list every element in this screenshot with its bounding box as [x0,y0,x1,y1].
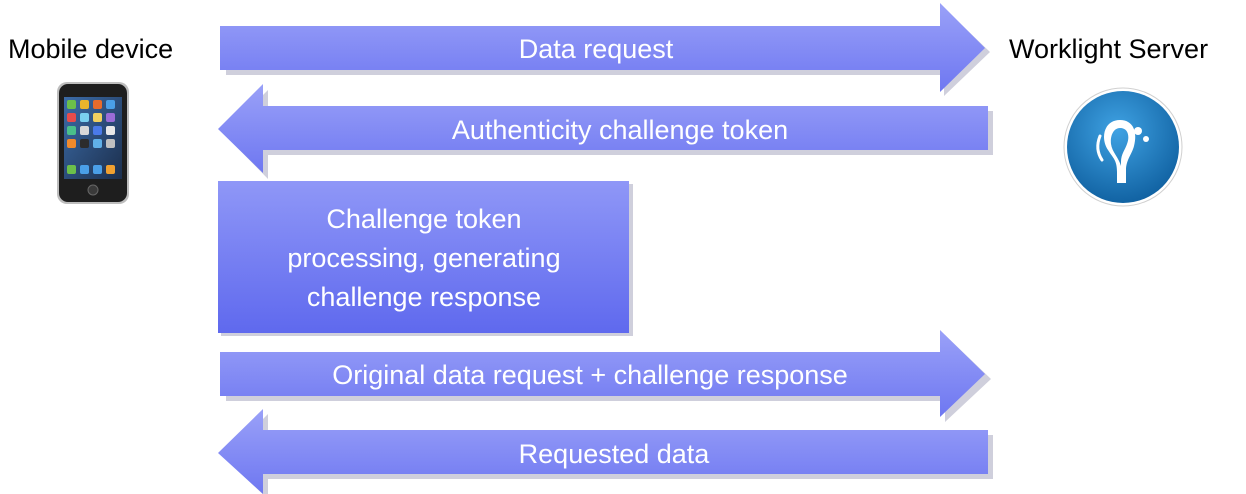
process-line-1: Challenge token [326,204,521,234]
challenge-response-arrow: Original data request + challenge respon… [220,330,991,422]
mobile-phone-icon [57,82,129,204]
worklight-server-label: Worklight Server [1009,34,1209,64]
requested-data-arrow: Requested data [218,409,993,494]
process-line-2: processing, generating [287,243,560,273]
process-line-3: challenge response [307,282,541,312]
challenge-token-arrow: Authenticity challenge token [218,84,993,179]
challenge-processing-box: Challenge token processing, generating c… [218,181,633,336]
message-label: Authenticity challenge token [452,115,788,145]
data-request-arrow: Data request [220,3,990,96]
message-label: Requested data [519,439,711,469]
mobile-device-label: Mobile device [8,34,174,64]
worklight-server-icon [1063,87,1183,207]
message-label: Original data request + challenge respon… [332,360,848,390]
message-label: Data request [519,34,674,64]
